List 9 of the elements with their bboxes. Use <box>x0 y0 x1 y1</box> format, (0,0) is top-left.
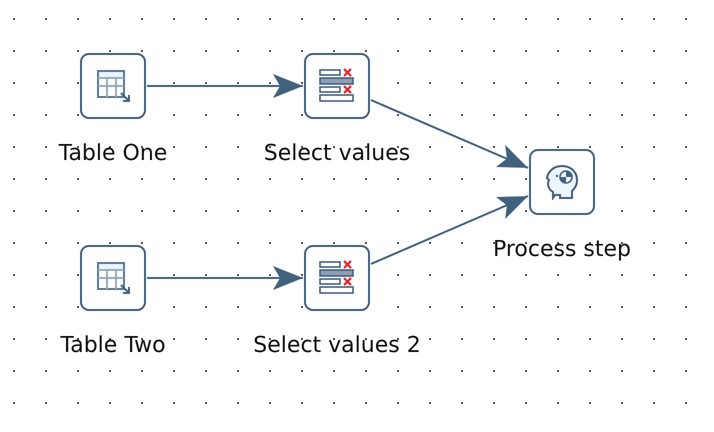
step-label: Process step <box>492 237 632 263</box>
arrow <box>147 74 303 98</box>
step-label: Select values 2 <box>253 333 421 359</box>
arrow <box>147 266 303 290</box>
arrow <box>370 195 528 265</box>
arrow <box>370 99 528 169</box>
step-label: Select values <box>264 141 410 167</box>
step-label: Table One <box>58 141 168 167</box>
step-label: Table Two <box>60 333 166 359</box>
